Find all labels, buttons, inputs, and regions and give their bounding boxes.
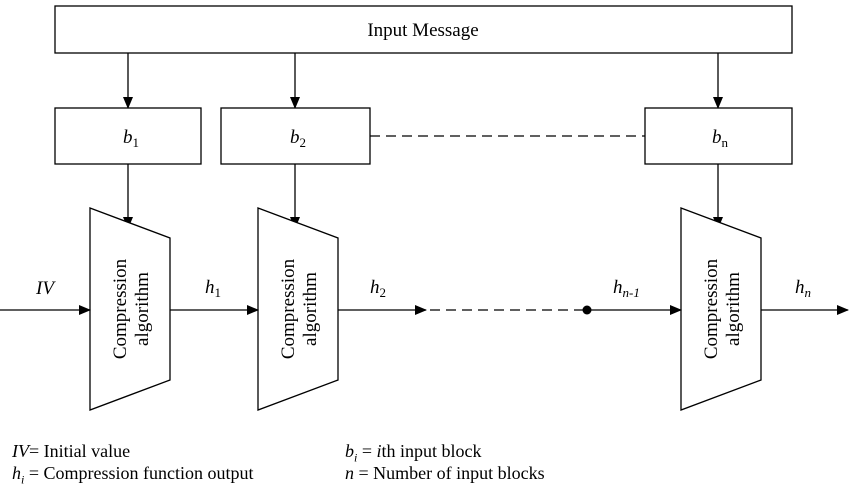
compression-block-2 [257,207,339,411]
block-b2 [220,107,371,165]
svg-text:algorithm: algorithm [723,272,744,346]
compression-block-1 [89,207,171,411]
h2-label: h2 [370,277,386,300]
compression-label-n: Compression algorithm [701,258,744,359]
legend-iv: IV= Initial value [12,441,131,461]
svg-text:algorithm: algorithm [132,272,153,346]
block-b1 [54,107,202,165]
iv-label: IV [35,278,56,299]
compression-label-2: Compression algorithm [278,258,321,359]
hn-label: hn [795,277,811,300]
block-b1-label: b1 [123,127,139,150]
input-message-label: Input Message [367,20,478,41]
block-b2-label: b2 [290,127,306,150]
svg-text:Compression: Compression [110,258,131,359]
svg-text:Compression: Compression [278,258,299,359]
svg-text:algorithm: algorithm [300,272,321,346]
legend-n: n = Number of input blocks [345,463,545,483]
hn-1-label: hn-1 [613,277,640,300]
compression-block-n [680,207,762,411]
input-message-box [54,5,793,54]
svg-text:Compression: Compression [701,258,722,359]
legend-bi: bi = ith input block [345,441,482,465]
block-bn-label: bn [712,127,729,150]
h1-label: h1 [205,277,221,300]
compression-label-1: Compression algorithm [110,258,153,359]
legend-hi: hi = Compression function output [12,463,254,487]
